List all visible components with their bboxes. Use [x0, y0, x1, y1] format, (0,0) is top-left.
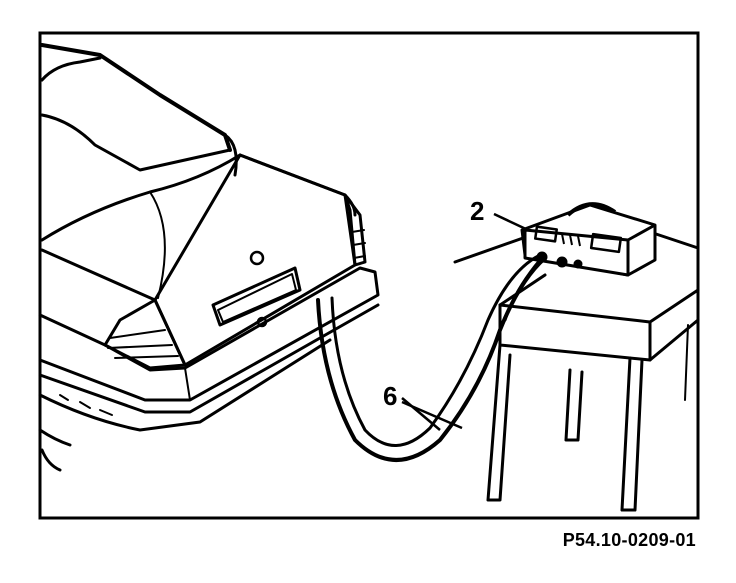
charging-cable-illustration [316, 253, 547, 462]
callout-battery-charger: 2 [470, 196, 529, 232]
callout-charging-cable: 6 [383, 381, 463, 431]
figure-reference-code: P54.10-0209-01 [562, 530, 696, 550]
leader-line-6b [401, 400, 463, 430]
callout-label-2: 2 [470, 196, 484, 226]
battery-charger-illustration [520, 202, 657, 277]
workbench-table [453, 223, 700, 512]
car-rear-illustration [38, 43, 380, 472]
callout-label-6: 6 [383, 381, 397, 411]
figure-frame [38, 31, 700, 520]
leader-line-6a [401, 397, 441, 431]
leader-line-2 [493, 212, 529, 232]
